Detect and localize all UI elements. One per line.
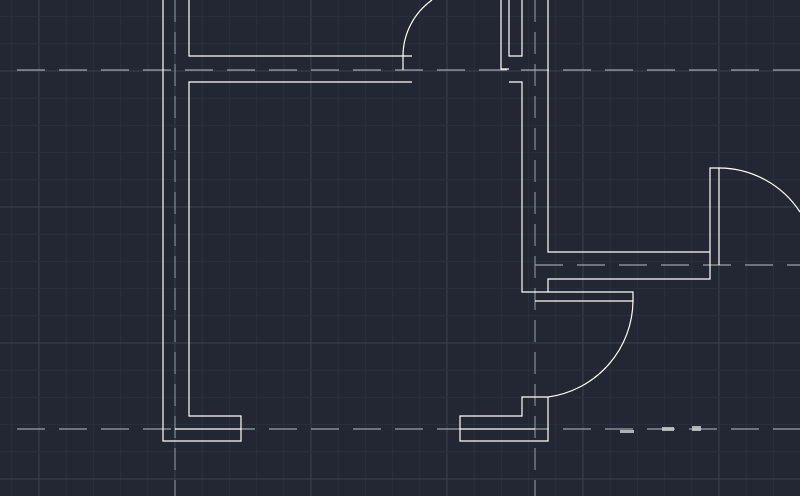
wall-right-top-a[interactable]	[500, 0, 509, 70]
door-swing-arc-top[interactable]	[402, 0, 433, 57]
walls[interactable]	[162, 0, 800, 442]
render-artifact	[620, 426, 701, 433]
wall-right-bottom[interactable]	[459, 396, 549, 442]
wall-right-top-b[interactable]	[508, 0, 523, 57]
wall-right-lower[interactable]	[509, 81, 634, 302]
wall-left-inner-top[interactable]	[188, 0, 412, 57]
wall-right-main[interactable]	[547, 0, 710, 253]
wall-right-step[interactable]	[547, 167, 720, 292]
door-swing-arc-middle[interactable]	[547, 300, 634, 398]
wall-left-outer[interactable]	[162, 0, 412, 442]
door-swing-arc-right[interactable]	[718, 167, 800, 213]
